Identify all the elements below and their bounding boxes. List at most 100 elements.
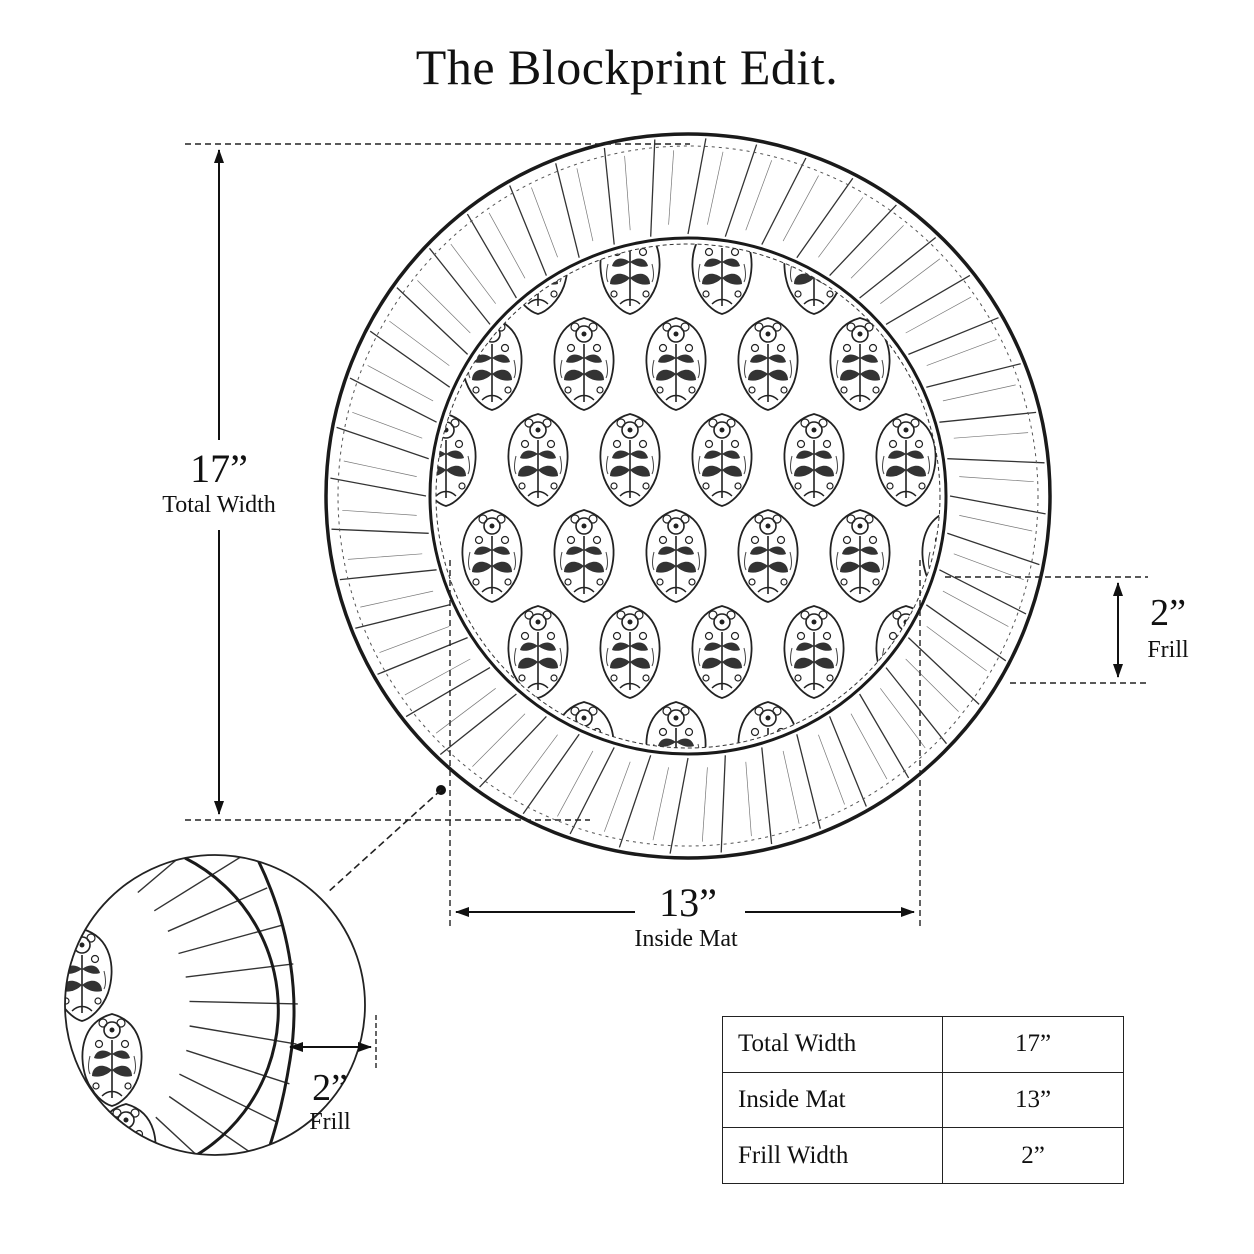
pleat-line xyxy=(355,604,450,629)
pleat-line xyxy=(939,411,1037,423)
pleat-line xyxy=(167,887,268,932)
pleat-line xyxy=(428,247,491,325)
pleat-line xyxy=(885,667,948,745)
pleat-line xyxy=(509,185,548,276)
pleat-crease xyxy=(818,734,845,805)
pleat-crease xyxy=(435,688,496,734)
pleat-crease xyxy=(942,384,1016,402)
pleat-line xyxy=(925,604,1007,662)
table-row: Total Width 17” xyxy=(722,1016,1124,1073)
pleat-crease xyxy=(472,713,526,767)
pleat-line xyxy=(618,755,652,848)
pleat-crease xyxy=(782,175,819,242)
pleat-crease xyxy=(343,460,417,477)
pleat-line xyxy=(120,1151,177,1155)
pleat-line xyxy=(939,569,1027,615)
pleat-line xyxy=(687,138,707,235)
pattern-center xyxy=(428,236,948,756)
pleat-line xyxy=(405,667,491,718)
pleat-line xyxy=(650,139,656,237)
pleat-crease xyxy=(488,212,526,279)
pleat-line xyxy=(377,636,468,675)
pleat-line xyxy=(168,1095,259,1155)
pleat-crease xyxy=(404,658,471,696)
pleat-line xyxy=(859,236,937,299)
table-row: Frill Width 2” xyxy=(722,1127,1124,1184)
spec-table: Total Width 17” Inside Mat 13” Frill Wid… xyxy=(722,1016,1124,1184)
pleat-line xyxy=(186,1049,290,1085)
pleat-line xyxy=(926,363,1021,388)
pleat-crease xyxy=(953,432,1029,439)
pleat-line xyxy=(669,757,689,854)
spec-value: 2” xyxy=(942,1127,1124,1184)
pleat-line xyxy=(947,532,1040,566)
total-width-value: 17” xyxy=(190,446,248,491)
pleat-crease xyxy=(953,553,1024,581)
pleat-line xyxy=(603,147,615,245)
pleat-crease xyxy=(531,187,558,258)
frill-value: 2” xyxy=(1150,592,1186,634)
pleat-crease xyxy=(389,320,450,366)
frill-stitch xyxy=(337,145,1039,847)
pleat-crease xyxy=(379,626,450,653)
pleat-line xyxy=(439,693,517,756)
floral-motif-icon xyxy=(95,1103,157,1155)
pleat-line xyxy=(761,747,773,845)
pleat-line xyxy=(336,426,429,460)
pleat-line xyxy=(522,733,580,815)
page-title: The Blockprint Edit. xyxy=(415,39,839,95)
spec-label: Frill Width xyxy=(722,1127,943,1184)
total-width-dimension: 17” Total Width xyxy=(162,143,690,821)
pleat-line xyxy=(339,569,437,581)
pleat-crease xyxy=(652,767,669,841)
pleat-line xyxy=(947,458,1045,464)
pleat-crease xyxy=(942,590,1009,627)
pleat-crease xyxy=(926,626,987,672)
spec-value: 13” xyxy=(942,1071,1124,1129)
inside-mat-dimension: 13” Inside Mat xyxy=(449,560,921,952)
pleat-crease xyxy=(905,296,972,334)
spec-value: 17” xyxy=(942,1016,1124,1073)
pleat-line xyxy=(179,1073,277,1123)
pleat-line xyxy=(153,855,247,912)
pleat-line xyxy=(330,477,427,497)
pleat-crease xyxy=(352,411,423,439)
pleat-crease xyxy=(745,761,752,837)
pleat-line xyxy=(724,144,758,237)
pleat-line xyxy=(178,924,284,955)
frill-dimension: 2” Frill xyxy=(945,576,1189,684)
pleat-line xyxy=(859,693,910,779)
pleat-line xyxy=(949,495,1046,515)
total-width-label: Total Width xyxy=(162,492,276,518)
pleat-crease xyxy=(701,767,708,842)
pleat-crease xyxy=(880,258,941,304)
spec-label: Inside Mat xyxy=(722,1071,943,1129)
detail-inset: 2” Frill xyxy=(64,854,377,1156)
pleat-line xyxy=(369,330,451,388)
pleat-line xyxy=(555,163,580,258)
pleat-crease xyxy=(880,688,926,749)
pleat-line xyxy=(349,377,437,423)
inside-mat-label: Inside Mat xyxy=(634,926,738,952)
pleat-crease xyxy=(450,243,496,304)
pleat-crease xyxy=(360,590,434,608)
inside-mat-value: 13” xyxy=(659,880,717,925)
pleat-crease xyxy=(782,750,800,824)
pleat-line xyxy=(185,963,294,978)
pleat-crease xyxy=(745,160,773,231)
pleat-crease xyxy=(603,761,631,832)
pleat-crease xyxy=(959,476,1034,483)
pleat-crease xyxy=(512,734,558,795)
pleat-crease xyxy=(707,151,724,225)
pleat-crease xyxy=(576,168,594,242)
pleat-crease xyxy=(668,150,675,225)
pleat-line xyxy=(396,287,469,355)
pleat-crease xyxy=(557,750,594,817)
frill-label: Frill xyxy=(1147,637,1189,663)
pleat-crease xyxy=(850,225,904,279)
pleat-crease xyxy=(905,658,959,712)
pleat-crease xyxy=(959,515,1033,532)
pleat-line xyxy=(466,213,517,299)
pleat-line xyxy=(479,715,547,788)
